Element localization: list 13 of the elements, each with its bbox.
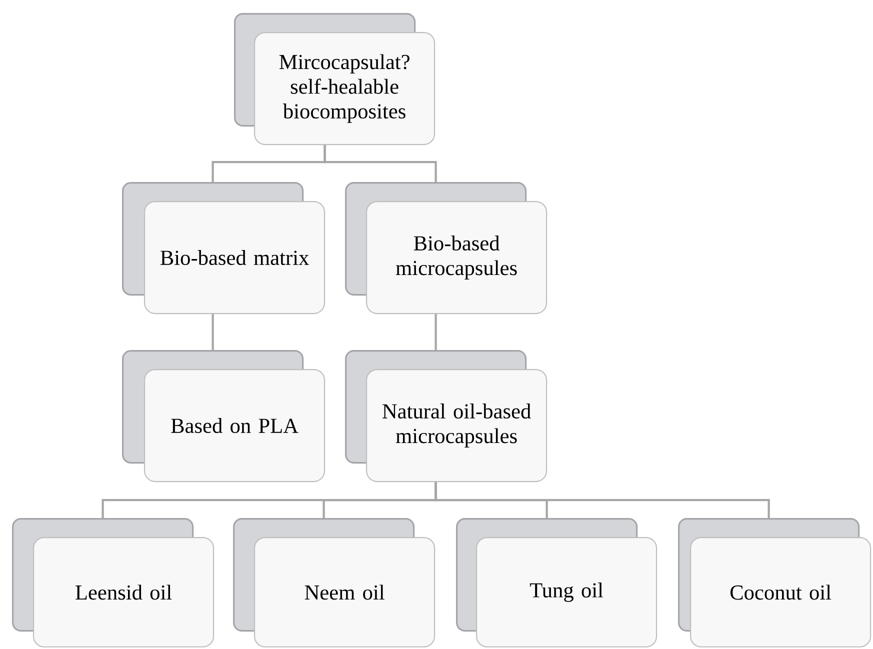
connector — [324, 145, 437, 182]
connector — [434, 482, 770, 518]
connector — [434, 314, 437, 350]
connector — [212, 314, 214, 350]
stacked-card: Neem oil — [233, 518, 436, 648]
stacked-card: Coconut oil — [678, 518, 872, 648]
stacked-card: Bio-based microcapsules — [345, 182, 548, 314]
stacked-card: Mircocapsulat? self-healable biocomposites — [234, 13, 436, 146]
stacked-card: Natural oil-based microcapsules — [345, 350, 548, 482]
stacked-card: Bio-based matrix — [122, 182, 326, 314]
stacked-card: Tung oil — [456, 518, 658, 648]
stacked-card: Leensid oil — [12, 518, 214, 648]
stacked-card: Based on PLA — [122, 350, 326, 482]
